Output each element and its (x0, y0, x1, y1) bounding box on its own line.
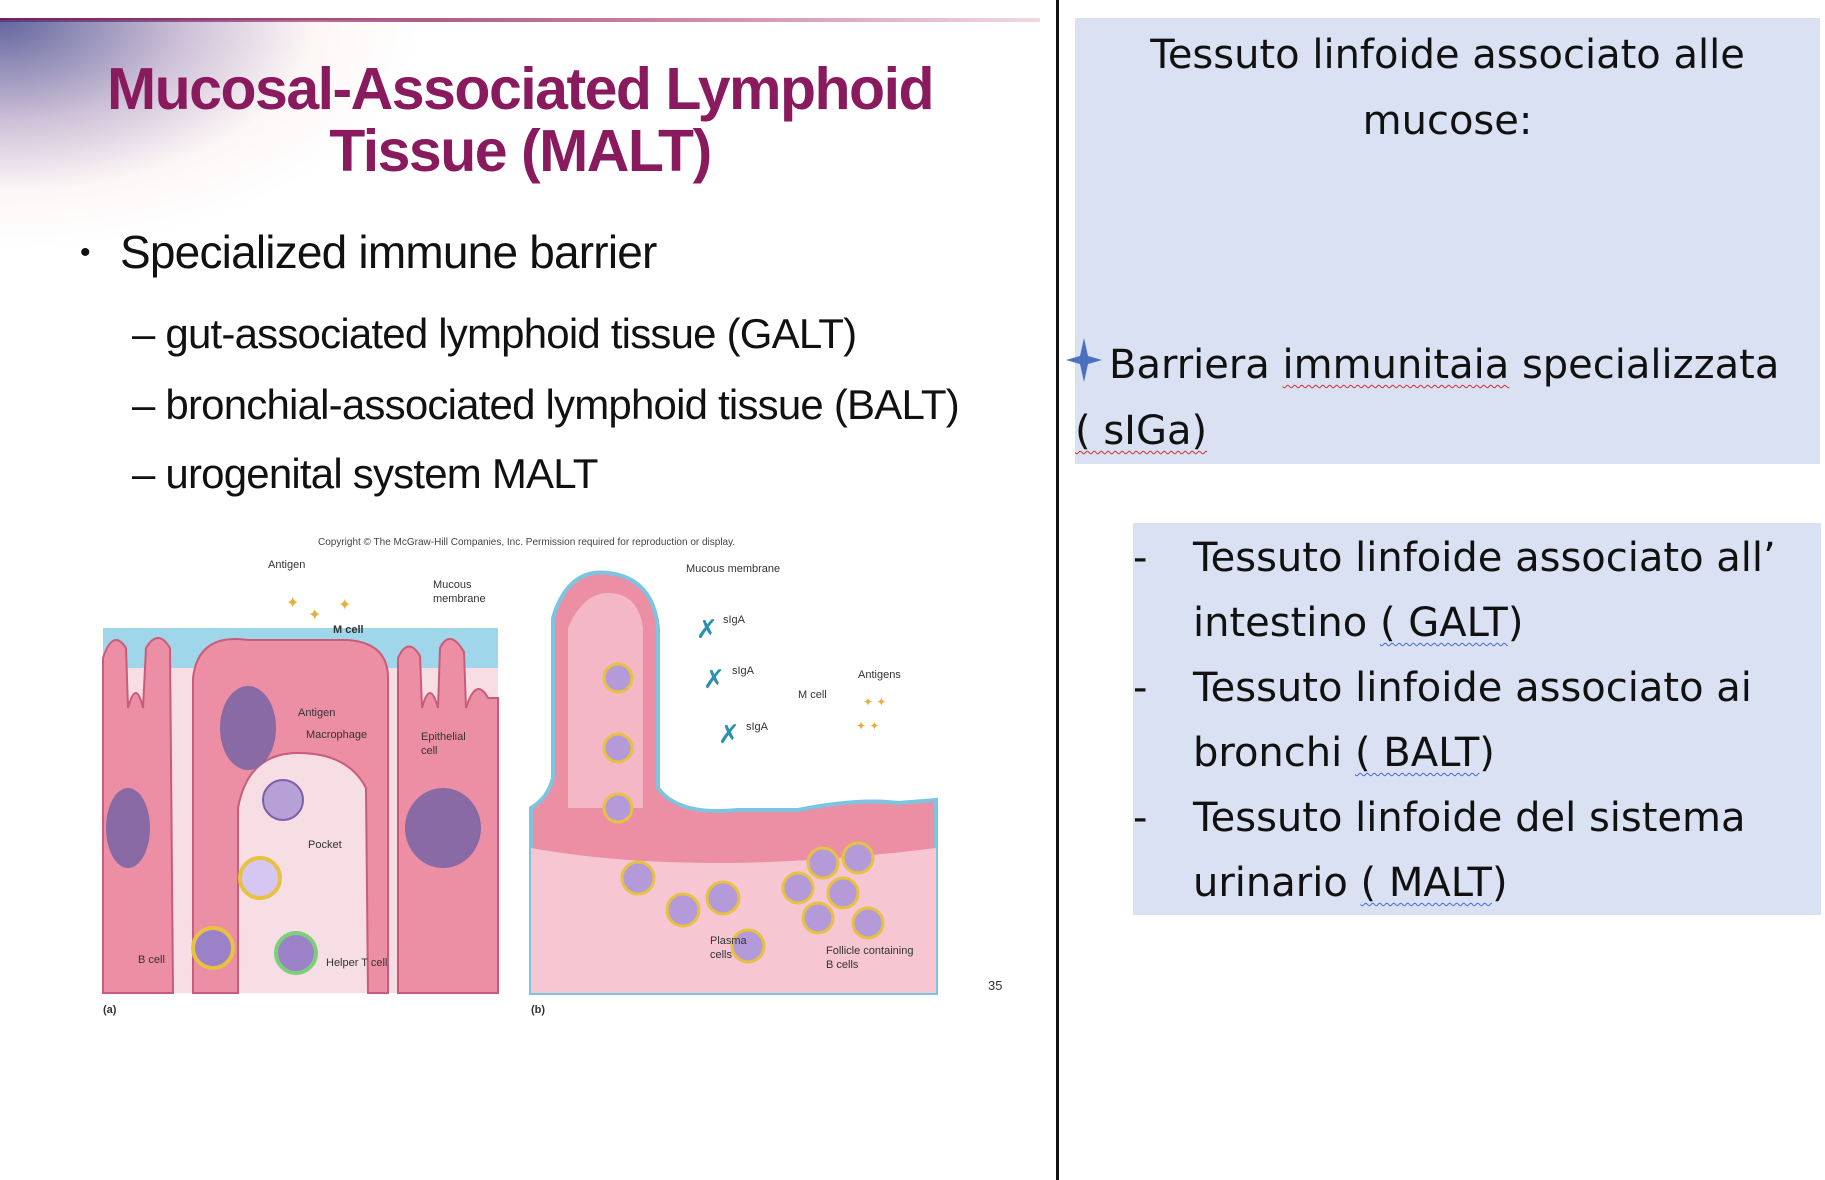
slide-subitem: – bronchial-associated lymphoid tissue (… (132, 381, 960, 428)
note-heading-line1: Tessuto linfoide associato alle (1150, 32, 1745, 78)
list-item-text: Tessuto linfoide associato ai bronchi ( … (1193, 656, 1813, 786)
list-item-line1: Tessuto linfoide associato all’ (1193, 535, 1776, 581)
note-barrier-text-a: Barriera (1109, 342, 1283, 388)
label-b-cell: B cell (138, 954, 165, 966)
note-heading-line2: mucose: (1362, 98, 1533, 144)
label-mucous-membrane: Mucous membrane (686, 563, 780, 575)
slide-title-line2: Tissue (MALT) (329, 118, 712, 184)
svg-text:✗: ✗ (703, 664, 725, 694)
label-siga-2: sIgA (732, 665, 755, 677)
figure-panel-a: Antigen ✦ ✦ ✦ Mucous membrane M cell Ant… (102, 559, 499, 1016)
list-item-word: urinario (1193, 860, 1361, 906)
label-antigen: Antigen (298, 707, 335, 719)
label-mucous: Mucous (433, 579, 472, 591)
list-item-abbrev: ( GALT (1379, 600, 1508, 646)
svg-text:✦: ✦ (308, 607, 321, 624)
label-m-cell-b: M cell (798, 689, 827, 701)
panel-a-tag: (a) (103, 1004, 117, 1016)
list-item-word: bronchi (1193, 730, 1355, 776)
label-b-cells: B cells (826, 959, 859, 971)
list-item-paren: ) (1491, 860, 1508, 906)
figure-panel-b: ✗ ✗ ✗ Mucous membrane sIgA sIgA sIgA M c… (529, 563, 938, 1016)
list-item-text: Tessuto linfoide associato all’ intestin… (1193, 526, 1813, 656)
note-box-top (1075, 18, 1820, 464)
label-plasma: Plasma (710, 935, 748, 947)
bullet-dot-icon: • (80, 236, 91, 269)
list-item-text: Tessuto linfoide del sistema urinario ( … (1193, 786, 1813, 916)
label-m-cell: M cell (333, 624, 364, 636)
label-cells: cells (710, 949, 733, 961)
note-barrier-line1: Barriera immunitaia specializzata (1075, 332, 1820, 398)
slide-page-number: 35 (988, 978, 1003, 993)
label-antigen-top: Antigen (268, 559, 305, 571)
list-item-line1: Tessuto linfoide associato ai (1193, 665, 1752, 711)
note-barrier-siga: ( sIGa) (1075, 408, 1208, 454)
slide-bullet: • Specialized immune barrier (80, 225, 657, 279)
note-box-list (1133, 523, 1821, 915)
list-item-abbrev: ( BALT (1354, 730, 1480, 776)
note-barrier-text-c: specializzata (1509, 342, 1780, 388)
list-item-word: intestino (1193, 600, 1380, 646)
svg-text:✦: ✦ (338, 597, 351, 614)
list-item-line2: urinario ( MALT) (1193, 851, 1813, 916)
note-heading: Tessuto linfoide associato alle mucose: (1075, 22, 1820, 154)
note-barrier-misspelled-word: immunitaia (1282, 342, 1510, 388)
list-item-abbrev: ( MALT (1360, 860, 1492, 906)
label-pocket: Pocket (308, 839, 342, 851)
list-item-line2: bronchi ( BALT) (1193, 721, 1813, 786)
svg-text:✗: ✗ (696, 614, 718, 644)
slide-subitem: – gut-associated lymphoid tissue (GALT) (132, 310, 857, 357)
slide-subitem: – urogenital system MALT (132, 450, 598, 497)
panel-b-tag: (b) (531, 1004, 545, 1016)
list-item-line1: Tessuto linfoide del sistema (1193, 795, 1746, 841)
label-siga-1: sIgA (723, 614, 746, 626)
slide-title-line1: Mucosal-Associated Lymphoid (106, 56, 935, 122)
list-dash: - (1133, 665, 1148, 711)
column-divider (1056, 0, 1059, 1180)
figure-copyright: Copyright © The McGraw-Hill Companies, I… (318, 537, 736, 548)
svg-text:✗: ✗ (718, 719, 740, 749)
label-cell: cell (421, 745, 438, 757)
label-helper-t-cell: Helper T cell (326, 957, 387, 969)
malt-figure: Antigen ✦ ✦ ✦ Mucous membrane M cell Ant… (102, 559, 938, 1016)
note-barrier-line2: ( sIGa) (1075, 398, 1820, 464)
label-membrane: membrane (433, 593, 486, 605)
list-dash: - (1133, 795, 1148, 841)
slide-panel: Mucosal-Associated Lymphoid Tissue (MALT… (0, 18, 1040, 1016)
label-macrophage: Macrophage (306, 729, 367, 741)
svg-text:✦ ✦: ✦ ✦ (856, 719, 879, 733)
label-follicle: Follicle containing (826, 945, 913, 957)
note-barrier: Barriera immunitaia specializzata ( sIGa… (1075, 332, 1820, 464)
label-antigens: Antigens (858, 669, 901, 681)
svg-text:✦ ✦: ✦ ✦ (863, 695, 886, 709)
svg-text:✦: ✦ (286, 595, 299, 612)
slide-bullet-text: Specialized immune barrier (120, 226, 657, 278)
list-item-paren: ) (1507, 600, 1524, 646)
label-siga-3: sIgA (746, 721, 769, 733)
four-point-star-icon (1066, 338, 1102, 382)
list-item-paren: ) (1479, 730, 1495, 776)
slide-corner-decoration (0, 20, 560, 310)
label-epithelial: Epithelial (421, 731, 466, 743)
list-item-line2: intestino ( GALT) (1193, 591, 1813, 656)
slide-title: Mucosal-Associated Lymphoid Tissue (MALT… (60, 58, 980, 182)
list-dash: - (1133, 535, 1148, 581)
